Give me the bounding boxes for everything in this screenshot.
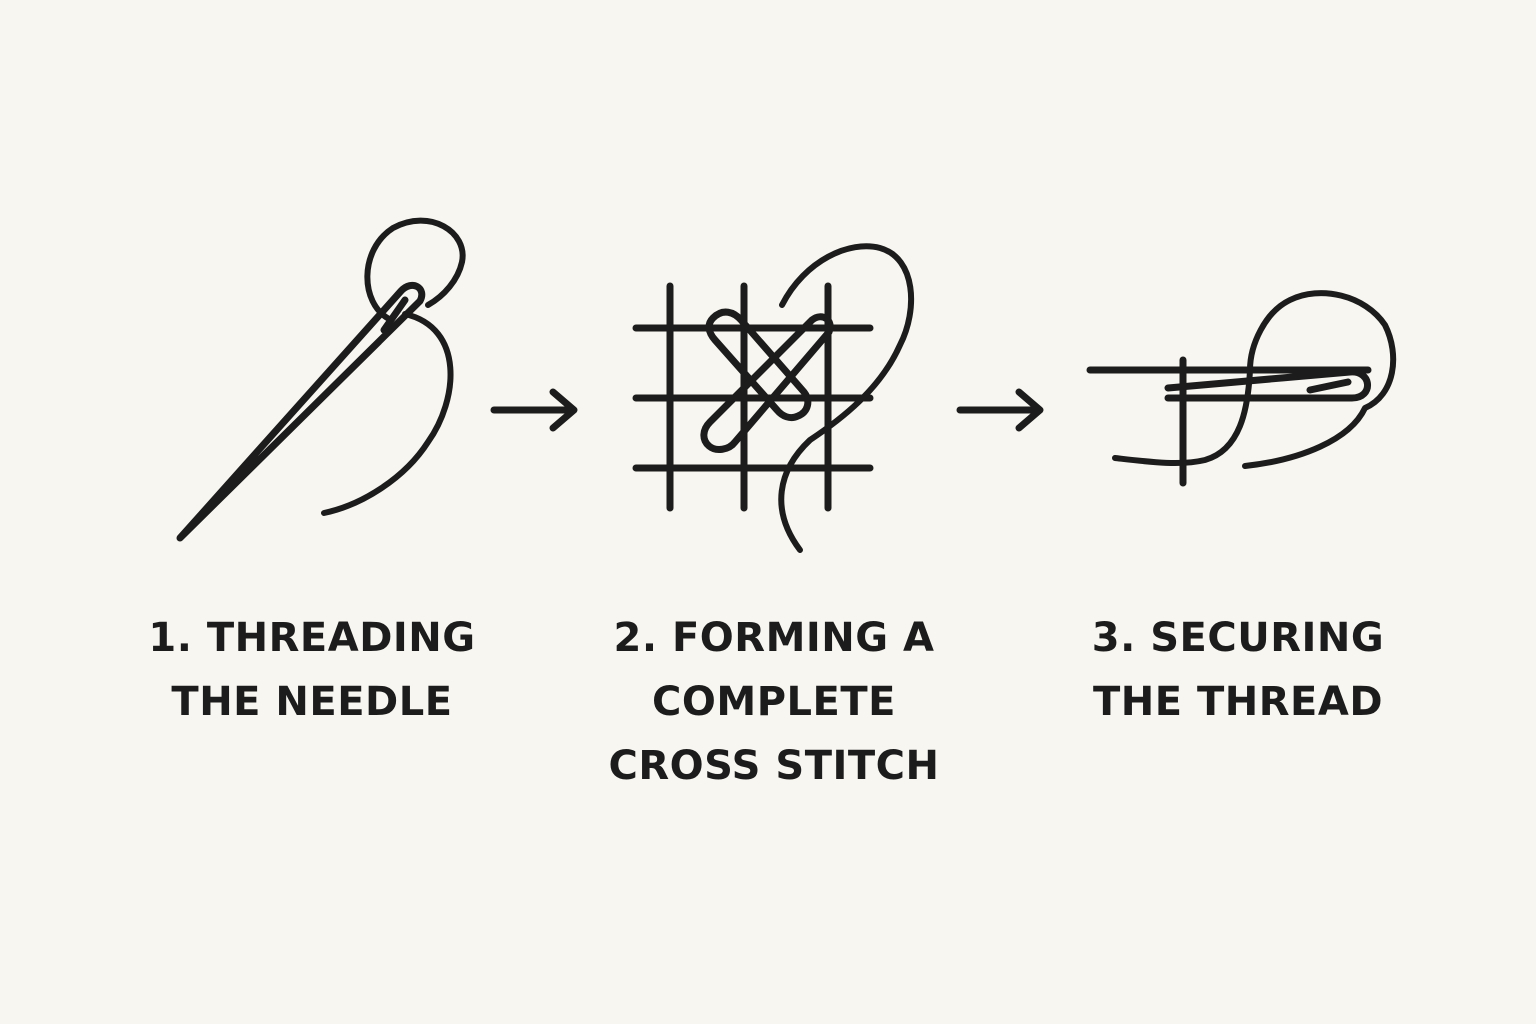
step-2-line-3: CROSS STITCH xyxy=(608,743,940,789)
step-3-label: 3. SECURING THE THREAD xyxy=(1070,606,1406,734)
step-1-label: 1. THREADING THE NEEDLE xyxy=(140,606,484,734)
step-2-line-2: COMPLETE xyxy=(652,679,896,725)
step-1-line-1: 1. THREADING xyxy=(148,615,476,661)
step-2-line-1: 2. FORMING A xyxy=(613,615,935,661)
cross-stitch-grid-icon xyxy=(632,243,915,553)
arrow-right-icon xyxy=(956,388,1044,432)
step-1-line-2: THE NEEDLE xyxy=(171,679,453,725)
threading-needle-icon xyxy=(176,217,466,542)
step-3-line-1: 3. SECURING xyxy=(1091,615,1385,661)
step-2-label: 2. FORMING A COMPLETE CROSS STITCH xyxy=(598,606,950,798)
arrow-right-icon xyxy=(490,388,578,432)
securing-thread-icon xyxy=(1086,290,1397,487)
step-3-line-2: THE THREAD xyxy=(1092,679,1384,725)
